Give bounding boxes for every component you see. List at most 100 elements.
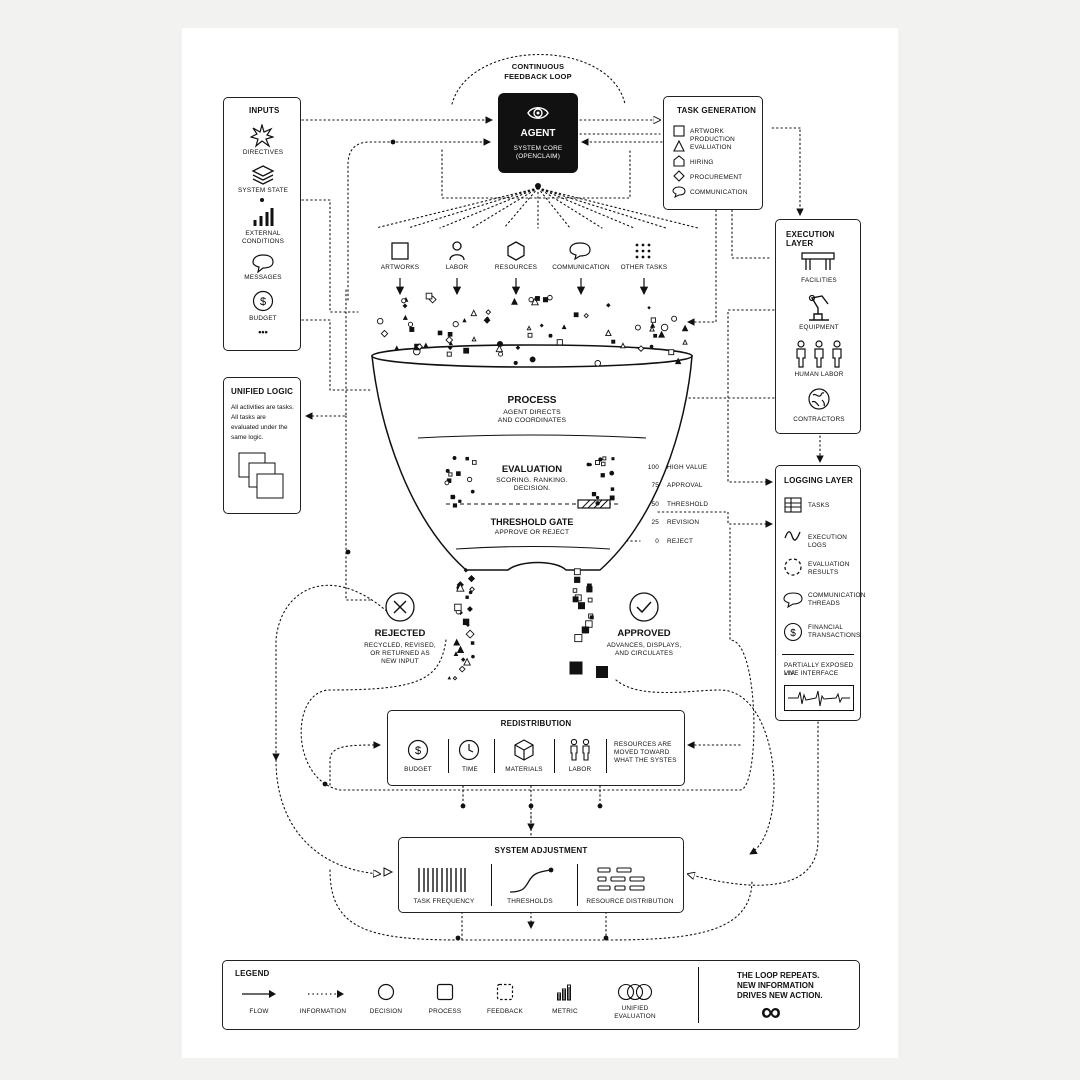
scale-label: THRESHOLD [667,501,709,508]
hexagon-icon [507,241,525,261]
task-particle [452,675,458,681]
inputs-item-label: BUDGET [249,315,277,322]
svg-text:$: $ [790,628,796,639]
logging-item-label: EVALUATION [808,561,850,568]
divider [606,739,607,773]
task-particle [446,351,452,357]
logging-note-2: LIVE INTERFACE [784,670,839,677]
task-particle [407,321,414,327]
legend-item-label: METRIC [552,1008,578,1015]
task-particle [402,314,408,320]
task-particle [682,339,688,345]
eye-icon [527,107,549,119]
task-particle [470,489,475,494]
logging-item-label: TASKS [808,502,830,509]
redistribution-note: RESOURCES ARE MOVED TOWARD WHAT THE SYST… [614,741,677,765]
check-circle-icon[interactable] [628,591,660,623]
inputs-title: INPUTS [249,106,280,115]
process-sub-2: AND COORDINATES [497,417,567,424]
adjustment-item-label: TASK FREQUENCY [413,898,475,905]
speech-bubble-icon [569,242,591,260]
rejected-line: OR RETURNED AS [370,650,430,657]
task-particle [452,503,458,508]
task-particle [611,339,616,344]
task-particles [376,292,689,681]
task-particle [674,357,682,365]
task-particle [447,345,453,351]
dashed-circle-icon [784,558,802,576]
task-item-label: EVALUATION [690,144,732,151]
feedback-loop-arch [451,54,626,105]
agent-core[interactable]: AGENT SYSTEM CORE (OPENCLAIM) [498,93,578,173]
task-particle [586,462,591,467]
inputs-panel: INPUTS DIRECTIVES SYSTEM STATE EXTERNAL … [223,97,301,351]
task-particle [468,590,473,595]
speech-bubble-icon [783,592,803,608]
task-particle [589,615,594,620]
task-particle [453,651,459,657]
gate-title: THRESHOLD GATE [490,517,574,527]
task-particle [595,501,600,506]
task-particle [452,456,457,460]
rejected-line: NEW INPUT [381,658,419,665]
task-particle [456,583,465,592]
task-particle [609,495,615,501]
task-particle [466,606,473,612]
funnel [371,355,693,571]
redistribution-item-label: TIME [461,766,479,773]
logging-title: LOGGING LAYER [784,476,853,485]
task-particle [447,675,452,680]
unified-logic-line: evaluated under the [231,424,288,431]
scale-label: APPROVAL [667,482,703,489]
approved-outcome: APPROVED ADVANCES, DISPLAYS, AND CIRCULA… [594,628,694,658]
evaluation-sub: SCORING. RANKING. [496,477,568,484]
task-particle [450,494,455,500]
loop-repeats-note: THE LOOP REPEATS. NEW INFORMATION DRIVES… [737,971,822,1001]
x-circle-icon[interactable] [384,591,416,623]
task-particle [529,356,536,363]
adjustment-item-label: RESOURCE DISTRIBUTION [586,898,674,905]
unified-logic-line: All activities are tasks. [231,404,294,411]
task-particle [495,344,504,353]
task-particle [467,575,476,583]
agent-subtitle-2: (OPENCLAIM) [515,153,561,160]
task-particle [581,626,589,634]
rounded-square-icon [436,983,454,1001]
task-particle [649,344,654,349]
divider-dot [260,198,264,202]
task-particle [595,460,600,465]
legend-item-label: UNIFIED [621,1005,649,1012]
evaluation-sub-2: DECISION. [513,485,551,492]
logging-item-label: COMMUNICATION [808,592,866,599]
square-icon [673,125,685,137]
dollar-coin-icon: $ [783,622,803,642]
task-particle [574,576,581,583]
live-waveform-icon[interactable] [784,685,854,711]
divider [491,864,492,906]
task-particle [527,332,533,338]
dotted-arrow-icon [308,990,344,998]
starburst-icon [250,124,274,148]
logging-item-label-2: TRANSACTIONS [808,632,861,639]
task-particle [471,336,477,342]
task-particle [513,360,518,365]
system-adjustment-panel: SYSTEM ADJUSTMENT TASK FREQUENCY THRESHO… [398,837,684,913]
funnel-rim [371,344,693,368]
task-particle [577,602,586,610]
grid-table-icon [784,497,802,513]
task-particle [660,323,669,332]
task-particle [668,349,675,356]
infinity-icon: ∞ [761,996,781,1027]
task-particle [586,586,593,593]
task-particle [376,317,384,325]
task-particle [569,661,583,675]
task-particle [470,641,475,645]
scale-value: 50 [651,501,659,508]
task-particle [462,618,470,626]
task-particle [649,325,655,332]
loop-label-line: FEEDBACK LOOP [504,72,572,81]
task-particle [380,329,389,338]
gate-sub: APPROVE OR REJECT [494,529,570,536]
task-particle [452,321,459,328]
task-particle [619,342,626,349]
